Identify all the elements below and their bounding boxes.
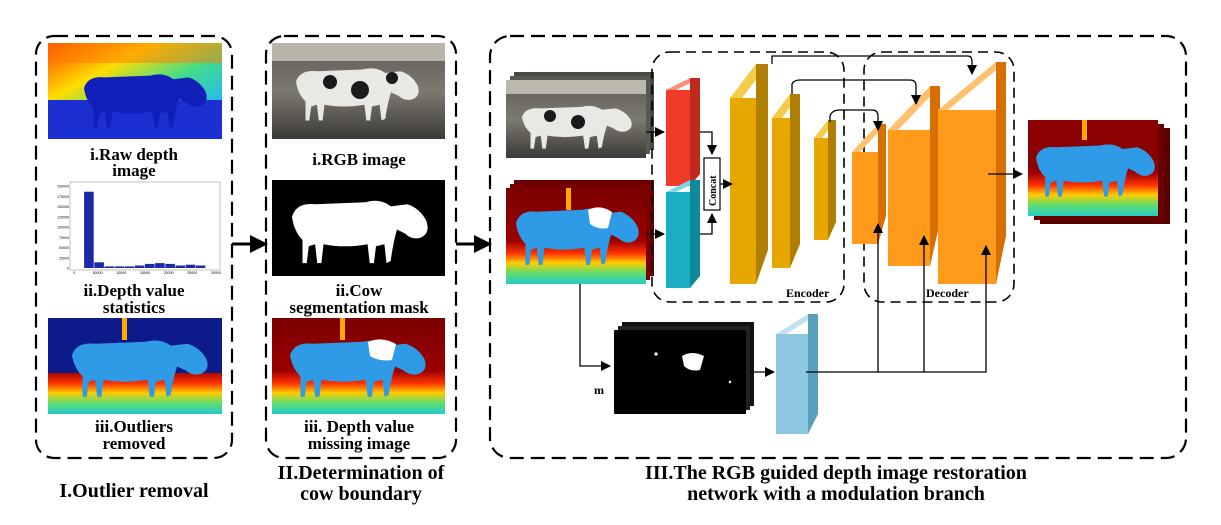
histogram-x-tick: 50000: [93, 271, 103, 275]
caption-network-line1: III.The RGB guided depth image restorati…: [645, 462, 1027, 484]
histogram-bar: [84, 191, 94, 268]
histogram-y-tick: 200000: [57, 185, 69, 189]
histogram-x-tick: 10000: [116, 271, 126, 275]
histogram-x-tick: 15000: [140, 271, 150, 275]
encoder-block-1: [730, 64, 768, 284]
histogram-bar: [175, 265, 185, 268]
modulation-m-label: m: [594, 383, 604, 397]
modulation-mask-stack: [614, 322, 754, 414]
panel-restoration-network: [488, 34, 1188, 460]
decoder-block-2: [888, 86, 940, 266]
histogram-bar: [134, 265, 145, 268]
panel-cow-boundary: [264, 34, 458, 460]
histogram-bar: [155, 263, 165, 268]
encoder-label: Encoder: [786, 286, 830, 300]
depth-stats-label-line2: statistics: [103, 298, 166, 317]
histogram-bar: [94, 262, 104, 268]
histogram-x-tick: 0: [73, 271, 75, 275]
histogram-bar: [165, 263, 175, 268]
caption-boundary-line2: cow boundary: [300, 483, 422, 505]
input-depth-stack: [506, 180, 654, 284]
histogram-x-tick: 30000: [211, 271, 221, 275]
histogram-bar: [195, 265, 206, 268]
encoder-box: [651, 51, 845, 303]
histogram-bar: [185, 264, 196, 268]
mask-label-line2: segmentation mask: [289, 298, 429, 317]
raw-depth-image: [48, 43, 222, 139]
caption-outlier-removal: I.Outlier removal: [59, 480, 209, 502]
rgb-feature-block: [666, 78, 700, 186]
decoder-block-3: [938, 62, 1006, 284]
histogram-y-tick: 150000: [57, 205, 69, 209]
cow-segmentation-mask: [272, 180, 445, 276]
modulation-block: [776, 314, 818, 434]
histogram-y-tick: 175000: [57, 195, 69, 199]
histogram-y-tick: 0: [67, 267, 69, 271]
histogram-x-tick: 20000: [164, 271, 174, 275]
mask-label-line1: ii.Cow: [336, 281, 383, 300]
rgb-image-label: i.RGB image: [312, 150, 406, 169]
input-rgb-stack: [506, 72, 654, 158]
histogram-bar: [124, 266, 135, 268]
depth-histogram: 2000001750001500001250001000007500050000…: [57, 181, 221, 275]
encoder-block-3: [814, 120, 836, 240]
depth-feature-block: [666, 180, 700, 288]
concat-label: Concat: [708, 175, 719, 206]
raw-depth-label-line2: image: [112, 161, 156, 180]
caption-network-line2: network with a modulation branch: [687, 483, 985, 505]
histogram-y-tick: 100000: [57, 226, 69, 230]
histogram-bar: [104, 266, 114, 268]
missing-label-line2: missing image: [308, 434, 411, 453]
depth-stats-label-line1: ii.Depth value: [83, 281, 185, 300]
encoder-block-2: [772, 94, 800, 268]
depth-missing-image: [272, 318, 445, 414]
raw-depth-label-line1: i.Raw depth: [90, 145, 178, 164]
caption-boundary-line1: II.Determination of: [278, 462, 445, 484]
decoder-label: Decoder: [926, 286, 969, 300]
histogram-y-tick: 125000: [57, 215, 69, 219]
histogram-y-tick: 25000: [59, 256, 69, 260]
connection-lines: [579, 55, 1023, 377]
histogram-y-tick: 50000: [59, 246, 69, 250]
histogram-y-tick: 75000: [59, 236, 69, 240]
decoder-block-1: [852, 124, 886, 244]
output-depth-stack: [1028, 120, 1170, 224]
outliers-removed-image: [48, 318, 222, 414]
missing-label-line1: iii. Depth value: [304, 417, 414, 436]
histogram-x-tick: 25000: [187, 271, 197, 275]
concat-box: Concat: [703, 157, 721, 211]
outliers-removed-label-line1: iii.Outliers: [95, 417, 173, 436]
histogram-bar: [114, 266, 125, 268]
panel-outlier-removal: [34, 34, 234, 460]
histogram-bar: [145, 263, 155, 268]
outliers-removed-label-line2: removed: [103, 434, 166, 453]
rgb-image: [272, 43, 445, 139]
